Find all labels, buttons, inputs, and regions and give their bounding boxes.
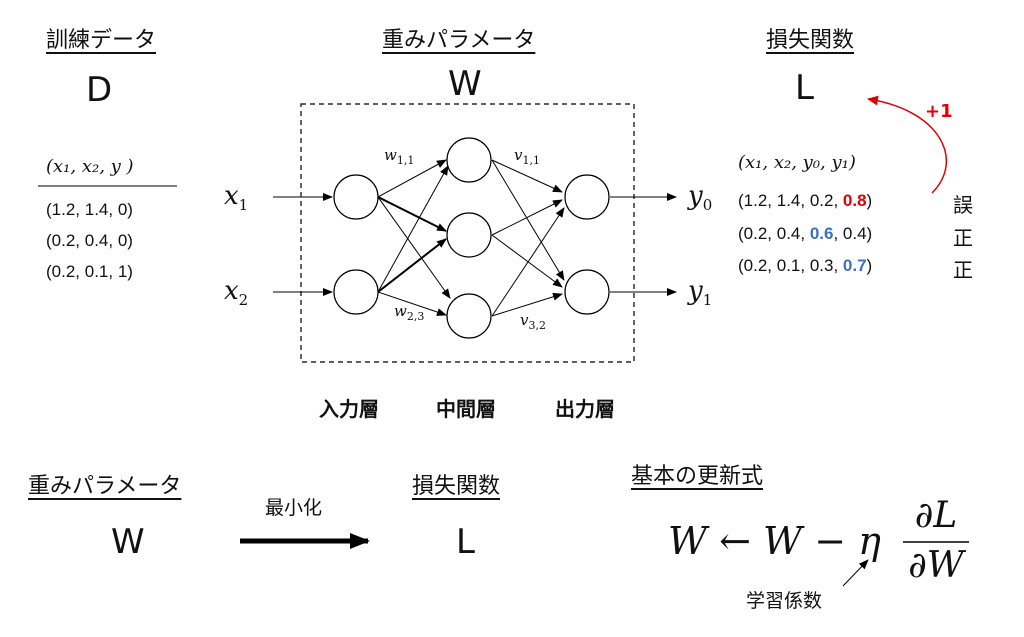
- training-data-header: 訓練データ: [46, 28, 157, 53]
- hidden-node-3: [446, 293, 492, 339]
- loss-row-2: (0.2, 0.4, 0.6, 0.4): [738, 224, 873, 243]
- loss-symbol: L: [795, 68, 814, 108]
- judge-row-2: 正: [953, 226, 973, 250]
- judge-row-1: 誤: [953, 193, 973, 217]
- training-row-1: (1.2, 1.4, 0): [46, 200, 133, 219]
- weight-label-w23: w2,3: [394, 302, 425, 323]
- weight-symbol: W: [448, 64, 482, 104]
- input-x1: x1: [224, 181, 249, 215]
- update-equation: W ← W − η: [668, 519, 881, 563]
- input-x2: x2: [224, 276, 249, 310]
- weight-label-v11: v1,1: [514, 146, 540, 167]
- error-value: 0.8: [842, 191, 867, 210]
- weight-params-header: 重みパラメータ: [382, 28, 536, 53]
- network-box: [300, 103, 635, 363]
- loss-function-header: 損失関数: [766, 28, 855, 53]
- correct-value: 0.7: [842, 256, 867, 275]
- loss-row-1: (1.2, 1.4, 0.2, 0.8): [738, 191, 873, 210]
- increment-arrow: [867, 95, 948, 194]
- fraction-denominator: ∂W: [908, 545, 964, 586]
- minimize-label: 最小化: [265, 497, 323, 519]
- learning-rate-arrow: [842, 559, 869, 587]
- judge-row-3: 正: [953, 258, 973, 282]
- layer-label-hidden: 中間層: [436, 397, 496, 421]
- output-y1: y1: [688, 276, 713, 310]
- layer-label-input: 入力層: [319, 397, 379, 421]
- weight-label-v32: v3,2: [520, 311, 546, 332]
- bottom-weight-header: 重みパラメータ: [28, 474, 182, 499]
- bottom-loss-header: 損失関数: [412, 474, 501, 499]
- training-row-2: (0.2, 0.4, 0): [46, 231, 133, 250]
- hidden-node-1: [446, 137, 492, 183]
- update-rule-header: 基本の更新式: [631, 464, 764, 489]
- weight-label-w11: w1,1: [384, 146, 415, 167]
- increment-label: +1: [925, 101, 953, 122]
- output-node-1: [564, 269, 610, 315]
- input-node-2: [333, 269, 379, 315]
- fraction-numerator: ∂L: [914, 495, 958, 536]
- layer-label-output: 出力層: [555, 397, 615, 421]
- bottom-weight-symbol: W: [111, 522, 145, 562]
- hidden-node-2: [446, 212, 492, 258]
- loss-row-3: (0.2, 0.1, 0.3, 0.7): [738, 256, 873, 275]
- input-node-1: [333, 174, 379, 220]
- correct-value: 0.6: [809, 224, 834, 243]
- training-table-header: (x₁, x₂, y ): [46, 156, 134, 177]
- learning-rate-label: 学習係数: [746, 590, 823, 612]
- loss-table-header: (x₁, x₂, y₀, y₁): [738, 152, 856, 173]
- data-symbol: D: [86, 70, 113, 110]
- output-node-0: [564, 174, 610, 220]
- output-y0: y0: [688, 181, 713, 215]
- bottom-loss-symbol: L: [456, 522, 475, 562]
- training-row-3: (0.2, 0.1, 1): [46, 262, 133, 281]
